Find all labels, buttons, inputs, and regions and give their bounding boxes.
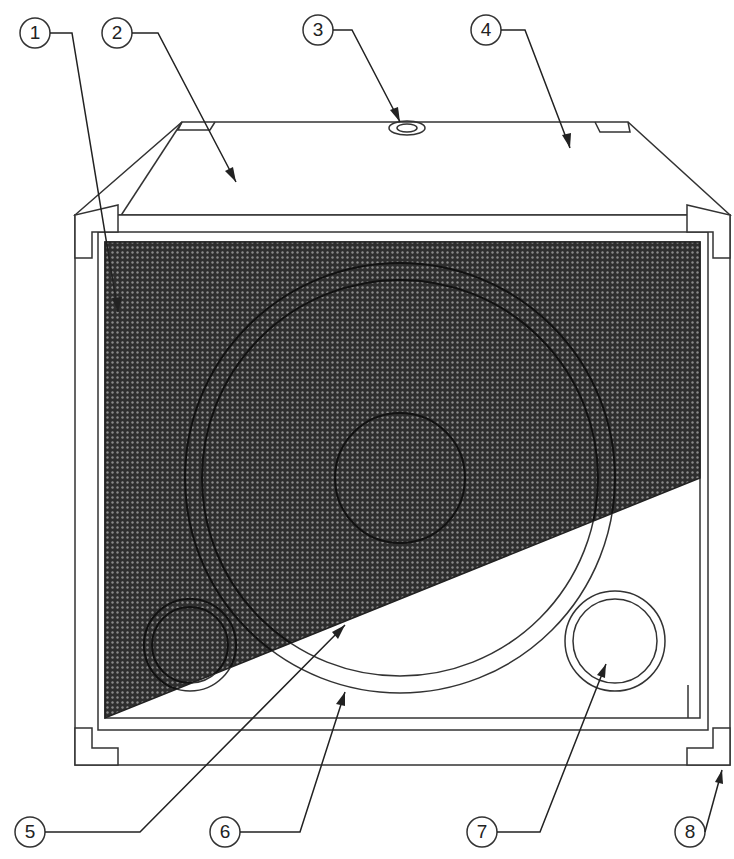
callout-number: 2	[103, 19, 131, 47]
callout-number: 5	[16, 818, 44, 846]
callout-number: 1	[21, 19, 49, 47]
callout-number: 8	[676, 818, 704, 846]
callout-number: 3	[304, 16, 332, 44]
callout-number: 4	[472, 16, 500, 44]
callout-number: 6	[211, 818, 239, 846]
callout-number: 7	[468, 818, 496, 846]
